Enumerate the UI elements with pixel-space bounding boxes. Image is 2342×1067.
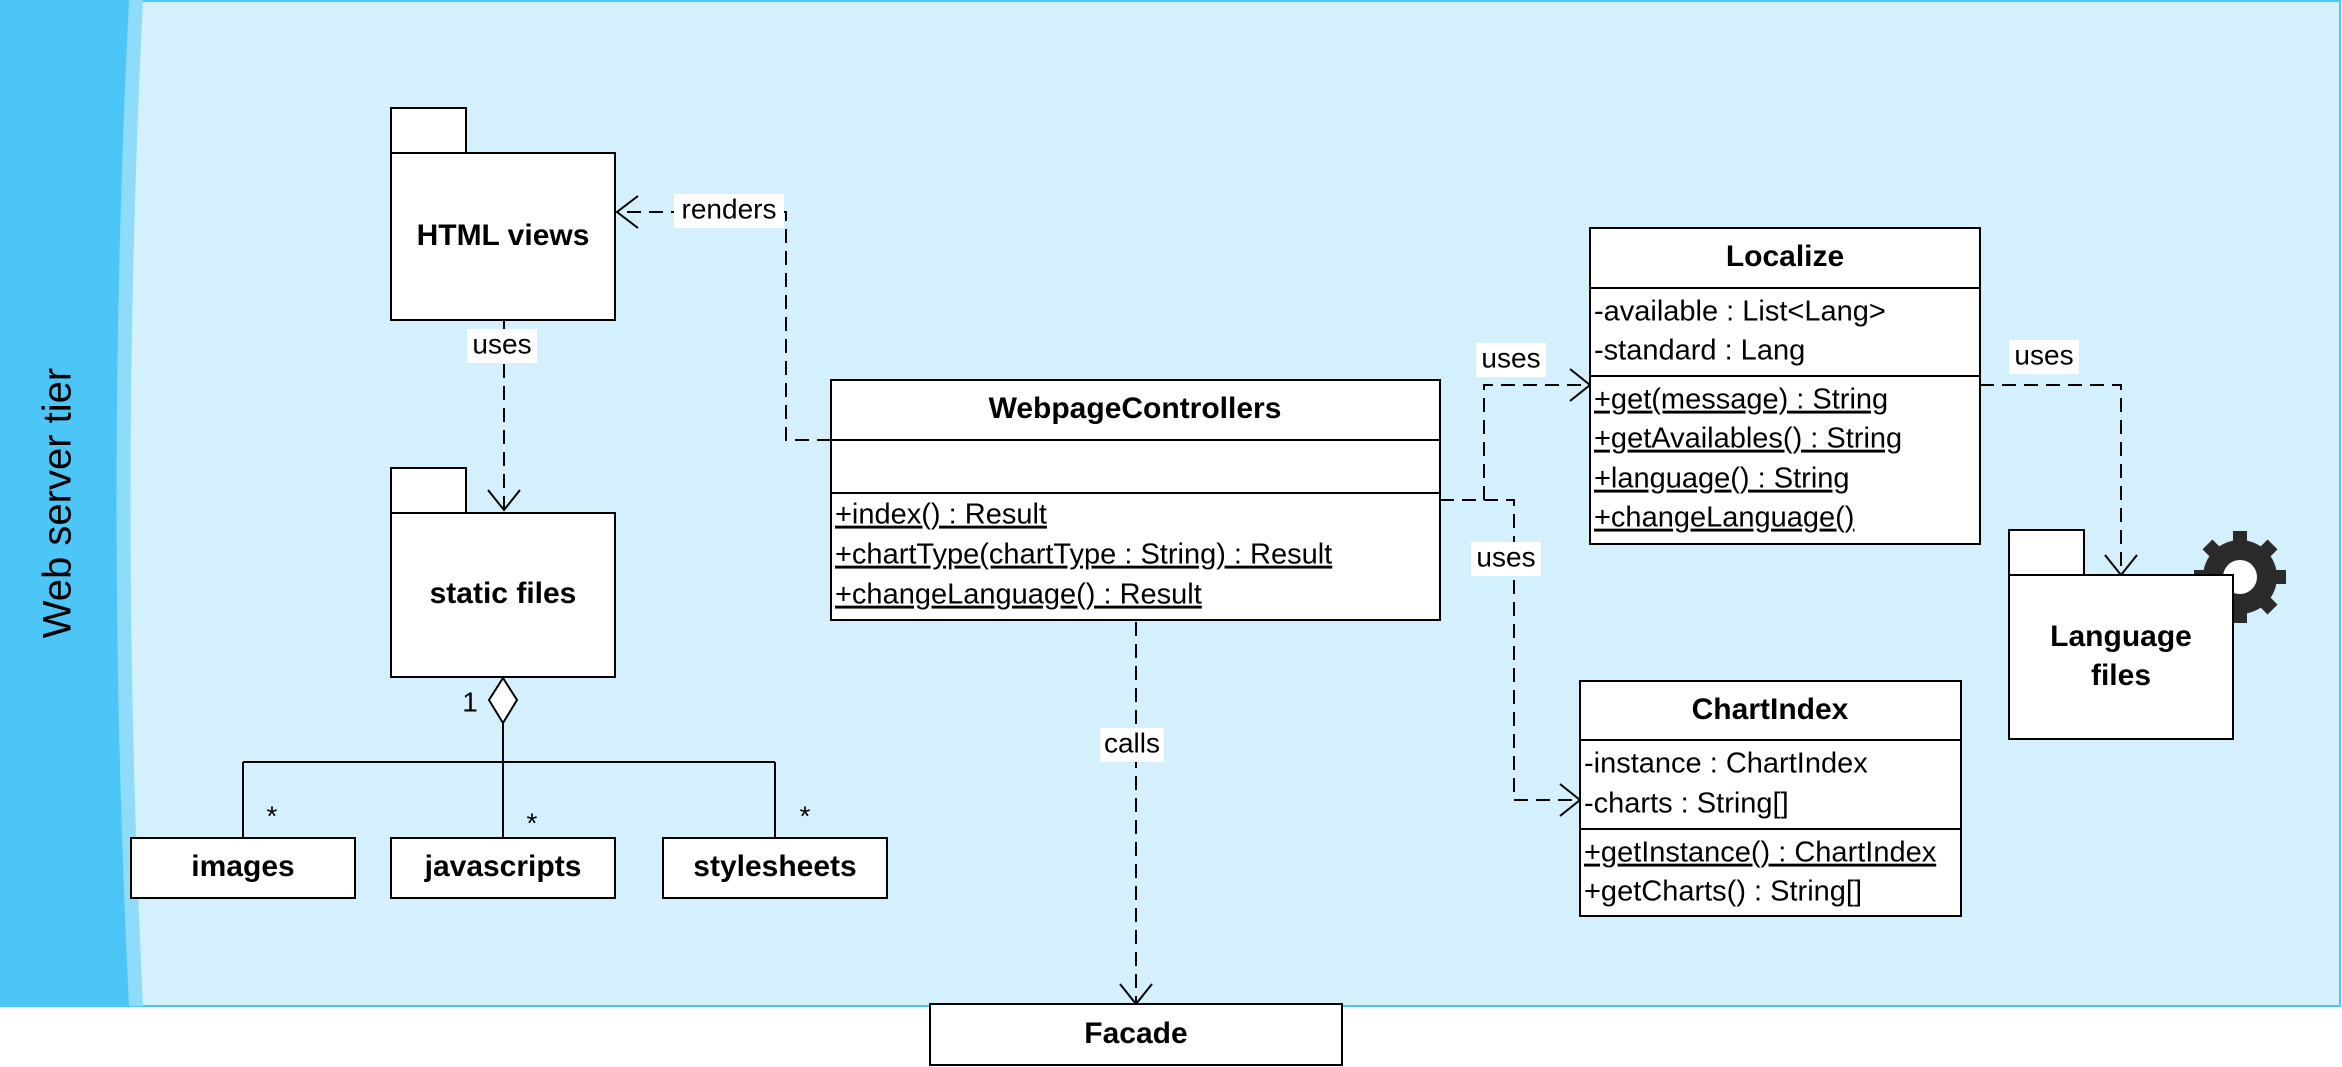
package-html-views: HTML views	[390, 107, 616, 321]
class-localize-name: Localize	[1726, 240, 1844, 273]
package-language-files-name-line1: Language	[2050, 620, 2192, 653]
uses-localize-label: uses	[1481, 342, 1540, 373]
class-attribute: -standard : Lang	[1594, 335, 1805, 367]
uses-static-arrowhead	[487, 489, 521, 512]
class-webpage-controllers-name: WebpageControllers	[989, 392, 1282, 425]
class-method: +language() : String	[1594, 463, 1850, 495]
renders-label: renders	[682, 193, 777, 224]
uses-chartindex-connector	[1440, 499, 1580, 801]
class-attribute: -instance : ChartIndex	[1584, 748, 1868, 780]
multiplicity-images: *	[267, 800, 278, 831]
class-method: +getCharts() : String[]	[1584, 876, 1862, 908]
tier-label: Web server tier	[36, 368, 80, 638]
package-language-files: Language files	[2008, 529, 2286, 740]
class-attribute: -charts : String[]	[1584, 788, 1789, 820]
class-method: +changeLanguage() : Result	[835, 579, 1202, 611]
multiplicity-javascripts: *	[527, 807, 538, 838]
class-chart-index-name: ChartIndex	[1692, 693, 1849, 726]
box-facade: Facade	[929, 1003, 1343, 1066]
class-webpage-controllers: WebpageControllers +index() : Result +ch…	[830, 379, 1441, 621]
uses-localize-label-bg	[1476, 343, 1546, 377]
class-method: +changeLanguage()	[1594, 502, 1854, 534]
uses-language-connector	[1980, 384, 2122, 575]
multiplicity-stylesheets: *	[800, 800, 811, 831]
calls-label: calls	[1104, 727, 1160, 758]
class-localize: Localize -available : List<Lang> -standa…	[1589, 227, 1981, 545]
box-facade-label: Facade	[1084, 1017, 1187, 1050]
package-language-files-name-line2: files	[2091, 659, 2151, 692]
box-images-label: images	[191, 850, 294, 883]
class-chart-index: ChartIndex -instance : ChartIndex -chart…	[1579, 680, 1962, 917]
box-javascripts: javascripts	[390, 837, 616, 899]
class-method: +getAvailables() : String	[1594, 423, 1902, 455]
uses-chartindex-label-bg	[1471, 542, 1541, 576]
box-stylesheets: stylesheets	[662, 837, 888, 899]
class-method: +chartType(chartType : String) : Result	[835, 539, 1332, 571]
box-stylesheets-label: stylesheets	[693, 850, 856, 883]
uses-chartindex-label: uses	[1476, 541, 1535, 572]
aggregation-diamond	[487, 676, 519, 725]
package-html-views-name: HTML views	[417, 219, 590, 252]
box-javascripts-label: javascripts	[424, 850, 582, 883]
package-static-files: static files	[390, 467, 616, 678]
package-static-files-name: static files	[430, 577, 577, 610]
box-images: images	[130, 837, 356, 899]
uses-static-label: uses	[472, 328, 531, 359]
multiplicity-static-files: 1	[462, 686, 478, 717]
uses-language-label-bg	[2009, 340, 2079, 374]
uses-language-label: uses	[2014, 339, 2073, 370]
class-attribute: -available : List<Lang>	[1594, 296, 1886, 328]
renders-arrowhead	[615, 195, 639, 229]
class-method: +get(message) : String	[1594, 384, 1888, 416]
tier-band	[0, 0, 129, 1006]
class-method: +getInstance() : ChartIndex	[1584, 837, 1937, 869]
uses-static-label-bg	[467, 329, 537, 363]
renders-label-bg	[674, 194, 784, 228]
class-method: +index() : Result	[835, 499, 1047, 531]
calls-label-bg	[1100, 728, 1164, 762]
